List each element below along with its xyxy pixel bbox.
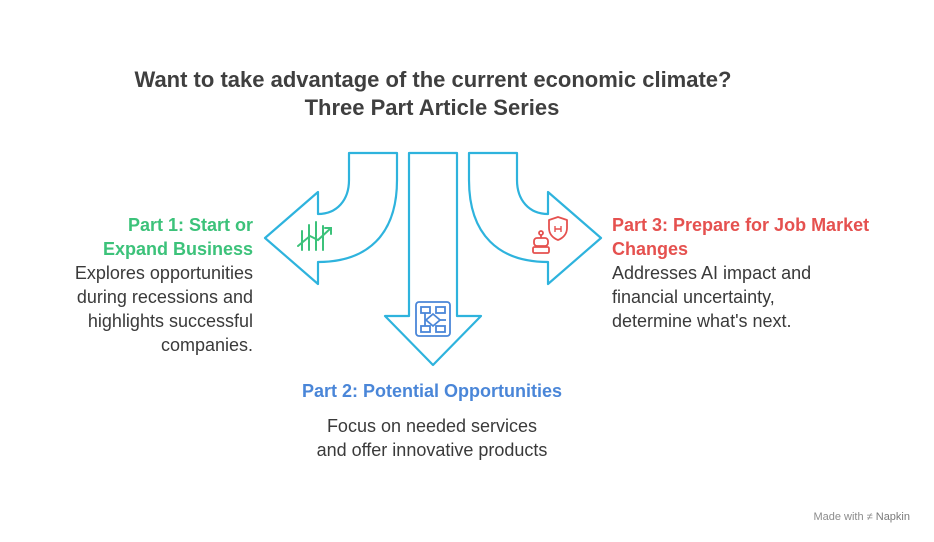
napkin-brand: Napkin (875, 511, 910, 523)
part-3-block: Part 3: Prepare for Job Market Changes A… (612, 213, 912, 333)
title-line-2: Three Part Article Series (304, 95, 560, 120)
napkin-logo-icon: ≠ (866, 511, 873, 523)
title-line-1: Want to take advantage of the current ec… (134, 67, 732, 92)
right-curved-arrow (467, 151, 603, 286)
growth-chart-icon (297, 221, 332, 251)
part-3-description: Addresses AI impact and financial uncert… (612, 263, 812, 331)
made-with-label: Made with (813, 511, 864, 523)
part-2-heading: Part 2: Potential Opportunities (301, 381, 563, 401)
part-3-heading: Part 3: Prepare for Job Market Changes (612, 215, 870, 259)
diagram-title: Want to take advantage of the current ec… (0, 66, 934, 122)
part-1-heading: Part 1: Start or Expand Business (102, 215, 253, 259)
made-with-napkin-badge[interactable]: Made with ≠ Napkin (813, 511, 910, 523)
down-arrow (383, 151, 483, 367)
part-2-description: Focus on needed services and offer innov… (316, 416, 548, 460)
left-curved-arrow (263, 151, 399, 286)
part-1-description: Explores opportunities during recessions… (74, 263, 253, 355)
part-2-block: Part 2: Potential Opportunities Focus on… (280, 379, 584, 462)
robot-shield-icon (532, 216, 568, 254)
part-1-block: Part 1: Start or Expand Business Explore… (30, 213, 253, 357)
flowchart-icon (415, 301, 451, 337)
